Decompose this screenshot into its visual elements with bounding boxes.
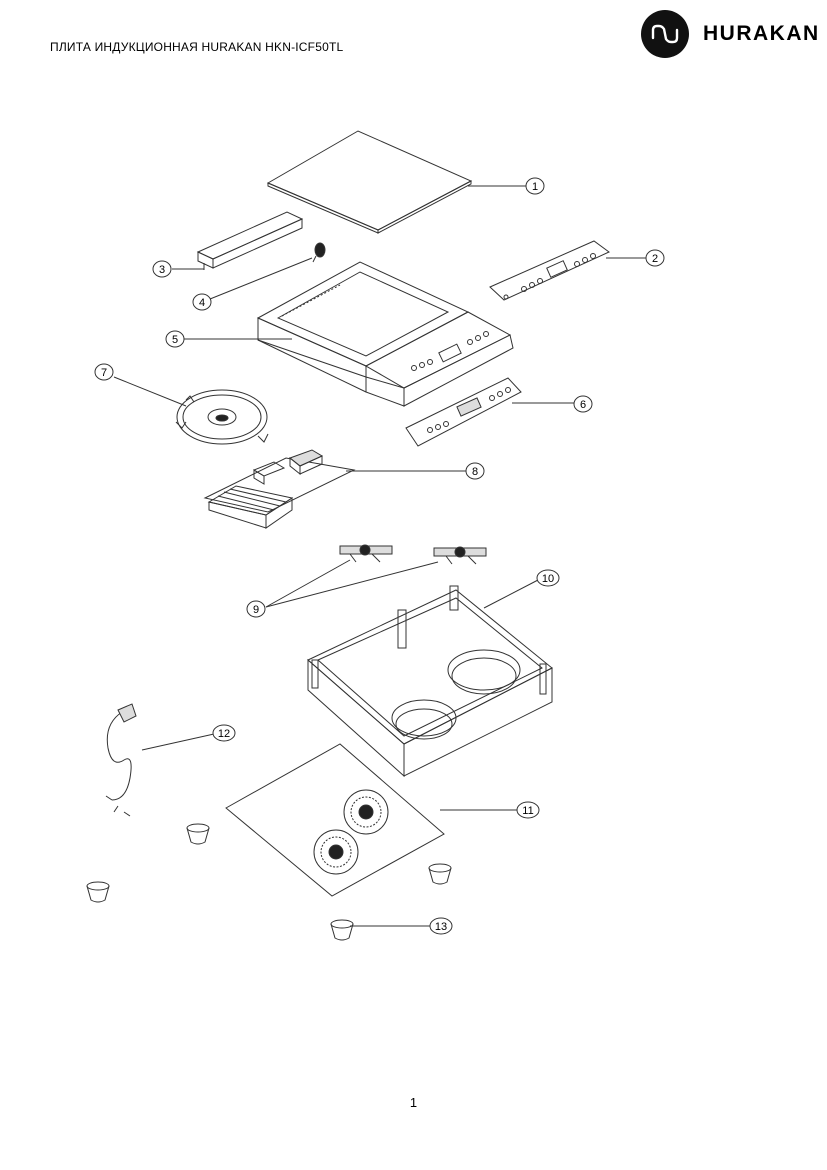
callout-4: 4 [192,293,212,311]
part-bottom-housing [307,585,553,778]
brand-name: HURAKAN [703,22,820,45]
part-control-board [405,377,522,447]
callout-9: 9 [246,600,266,618]
callout-5: 5 [165,330,185,348]
part-rubber-feet [86,823,452,941]
callout-label-10: 10 [542,573,554,585]
part-power-cord [105,703,137,817]
part-top-housing [256,261,514,407]
part-power-board [203,449,356,529]
part-control-panel-film [489,240,610,301]
callout-label-13: 13 [435,921,447,933]
callout-7: 7 [94,363,114,381]
part-bottom-plate [225,743,445,897]
callout-10: 10 [536,569,560,587]
part-cooling-fans [339,544,487,565]
callout-label-4: 4 [199,297,205,309]
callout-2: 2 [645,249,665,267]
page-number: 1 [409,1095,418,1110]
brand-logo: HURAKAN [641,10,821,58]
callout-label-12: 12 [218,728,230,740]
callout-11: 11 [516,801,540,819]
callout-label-5: 5 [172,334,178,346]
callout-label-2: 2 [652,253,658,265]
leader-lines [113,185,646,927]
hurakan-wave-icon [641,10,689,58]
callout-6: 6 [573,395,593,413]
callout-label-1: 1 [532,181,538,193]
callout-3: 3 [152,260,172,278]
callout-8: 8 [465,462,485,480]
callout-label-8: 8 [472,466,478,478]
callouts: 1 2 3 4 5 6 7 8 [94,177,665,935]
callout-label-3: 3 [159,264,165,276]
callout-label-6: 6 [580,399,586,411]
callout-label-9: 9 [253,604,259,616]
part-glass-plate [266,130,473,234]
part-bracket-strip [196,211,304,270]
part-temperature-sensor [312,242,326,263]
callout-12: 12 [212,724,236,742]
document-title: ПЛИТА ИНДУКЦИОННАЯ HURAKAN HKN-ICF50TL [50,40,344,54]
part-induction-coil [175,389,269,445]
callout-1: 1 [525,177,545,195]
callout-label-11: 11 [522,805,533,817]
callout-13: 13 [429,917,453,935]
callout-label-7: 7 [101,367,107,379]
